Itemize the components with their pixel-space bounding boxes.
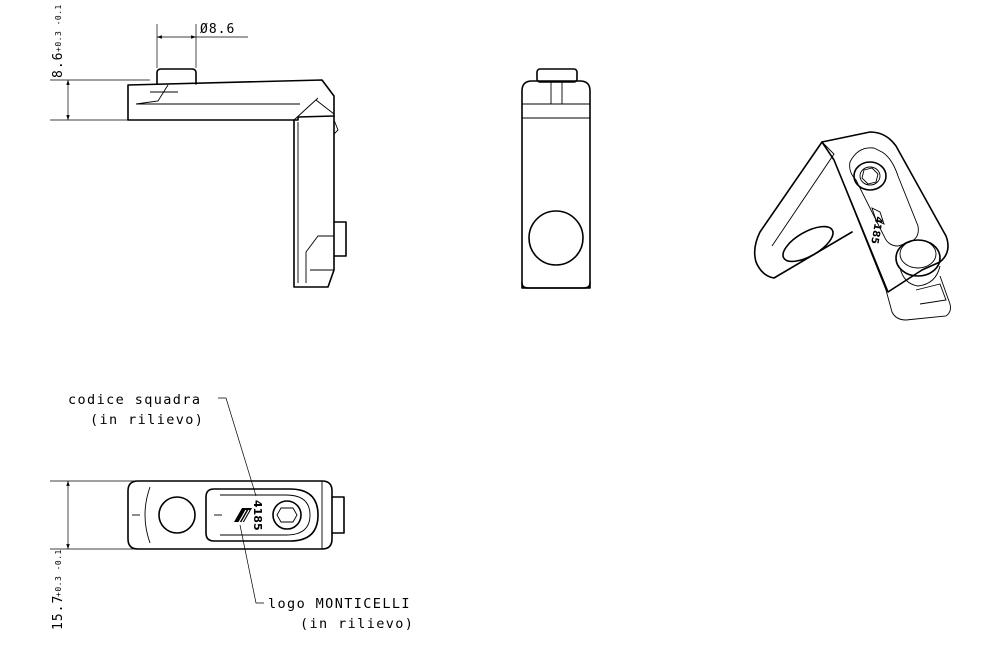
logo-label-line2: (in rilievo) xyxy=(300,616,414,632)
dimension-diameter: Ø8.6 xyxy=(156,22,248,68)
svg-text:4185: 4185 xyxy=(868,215,884,244)
embossed-code-iso: 4185 xyxy=(868,215,884,244)
dimension-height-top-tolerance: +0.3 -0.1 xyxy=(54,4,63,52)
dimension-width-bottom-tolerance: +0.3 -0.1 xyxy=(54,549,63,597)
code-label-line2: (in rilievo) xyxy=(90,412,204,428)
front-view xyxy=(521,68,591,289)
logo-label-line1: logo MONTICELLI xyxy=(268,596,411,612)
dimension-diameter-value: Ø8.6 xyxy=(200,22,235,37)
isometric-view: 4185 xyxy=(753,131,951,321)
top-view: 4185 xyxy=(127,480,345,550)
leader-code: codice squadra (in rilievo) xyxy=(68,392,257,497)
dimension-height-top-value: 8.6 xyxy=(51,52,66,78)
dimension-width-bottom-value: 15.7 xyxy=(51,595,66,630)
leader-logo: logo MONTICELLI (in rilievo) xyxy=(239,524,414,632)
dimension-width-bottom: 15.7 +0.3 -0.1 xyxy=(50,480,138,630)
dimension-height-top: 8.6 +0.3 -0.1 xyxy=(50,4,150,121)
monticelli-logo xyxy=(234,508,252,525)
embossed-code: 4185 xyxy=(251,500,264,531)
code-label-line1: codice squadra xyxy=(68,392,201,408)
side-view xyxy=(127,68,347,288)
svg-text:4185: 4185 xyxy=(251,500,264,531)
